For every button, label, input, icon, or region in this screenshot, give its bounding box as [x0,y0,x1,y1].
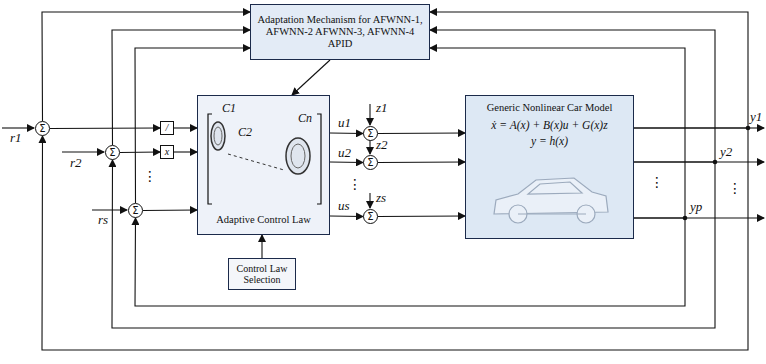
box-label: Adaptation Mechanism for AFWNN-1, AFWNN-… [256,14,424,50]
signal-arrow [261,235,262,258]
signal-arrow [292,60,330,95]
matrix-bracket [208,114,212,204]
controller-label: Cn [298,112,312,126]
controller-box: C1C2 CnAdaptive Control Law [197,95,330,235]
car-window [528,182,582,194]
signal-arrow [174,127,197,128]
disturbance-input [369,104,370,125]
operator-symbol: x [165,146,169,158]
gain-block: / [160,121,174,135]
controller-ellipse [286,138,310,174]
signal-name: z1 [376,101,388,114]
signal-arrow [378,215,465,217]
signal-arrow [50,127,160,129]
operator-symbol: Σ [367,156,373,169]
controller-ellipse [211,122,225,150]
signal-arrow [42,128,748,350]
summing-junction: Σ [35,121,50,136]
summing-junction: Σ [363,155,378,170]
car-axle [518,213,586,214]
controller-ellipse [214,127,222,145]
operator-symbol: / [166,122,169,134]
continuation-dots: ⋮ [348,178,362,191]
signal-name: r1 [10,131,22,144]
output-line [715,161,764,162]
operator-symbol: Σ [109,146,115,159]
plant-box: Generic Nonlinear Car Model ẋ = A(x) + B(… [465,95,634,239]
output-line [748,127,764,128]
equation: y = h(x) [531,135,568,148]
operator-symbol: Σ [132,204,138,217]
signal-name: r2 [70,156,82,169]
signal-name: yp [690,200,702,213]
signal-name: rs [98,213,108,226]
reference-input [62,151,104,152]
signal-name: y2 [720,145,732,158]
signal-name: u2 [338,146,351,159]
operator-symbol: Σ [367,210,373,223]
car-illustration [466,96,631,236]
summing-junction: Σ [363,126,378,141]
summing-junction: Σ [105,145,120,160]
operator-symbol: Σ [39,122,45,135]
summing-junction: Σ [128,203,143,218]
signal-arrow [330,215,363,217]
signal-arrow [174,151,197,152]
equation: ẋ = A(x) + B(x)u + G(x)z [491,119,607,132]
signal-name: y1 [750,110,762,123]
gain-block: x [160,145,174,159]
continuation-dots: ⋮ [143,170,157,183]
controller-label: C2 [238,126,252,140]
disturbance-input [369,193,370,208]
signal-arrow [143,209,197,211]
continuation-dots: ⋮ [728,182,742,195]
operator-symbol: Σ [367,127,373,140]
controller-label: C1 [222,102,236,116]
reference-input [92,209,127,210]
signal-arrow [330,132,363,134]
adaptation-box: Adaptation Mechanism for AFWNN-1, AFWNN-… [250,4,430,60]
signal-name: us [338,199,350,212]
dashed-link [228,154,284,170]
box-label: Adaptive Control Law [198,214,329,226]
signal-arrow [378,161,465,163]
signal-name: u1 [338,116,351,129]
signal-name: zs [376,191,386,204]
signal-arrow [330,161,363,163]
continuation-dots: ⋮ [650,176,664,189]
selection-box: Control Law Selection [228,258,296,290]
reference-input [2,127,34,128]
signal-name: z2 [376,138,388,151]
signal-arrow [120,151,160,153]
disturbance-input [369,140,370,154]
box-label: Control Law Selection [234,263,290,286]
controller-ellipse [291,144,305,168]
box-label: Generic Nonlinear Car Model [487,102,613,114]
matrix-bracket [317,114,321,204]
car-outline [494,178,608,223]
summing-junction: Σ [363,209,378,224]
output-line [685,217,764,218]
signal-arrow [378,132,465,134]
